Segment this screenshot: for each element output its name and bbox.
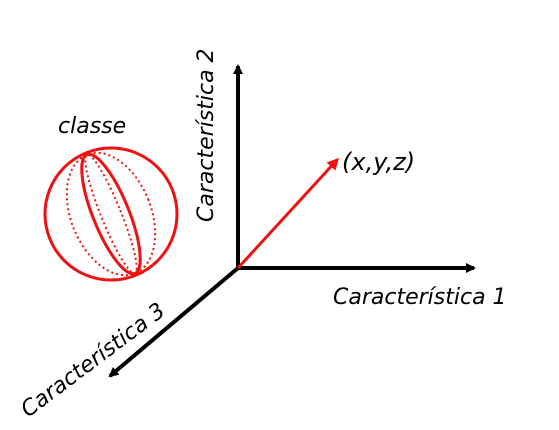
class-sphere [43, 146, 179, 282]
feature-vector-arrow [236, 157, 340, 270]
axis-1-label: Característica 1 [333, 285, 507, 310]
axis-2-label: Característica 2 [194, 48, 219, 222]
point-label: (x,y,z) [342, 148, 415, 176]
axis-3-line [108, 266, 240, 378]
axis-3-label: Característica 3 [17, 298, 171, 422]
class-label: classe [58, 114, 126, 139]
